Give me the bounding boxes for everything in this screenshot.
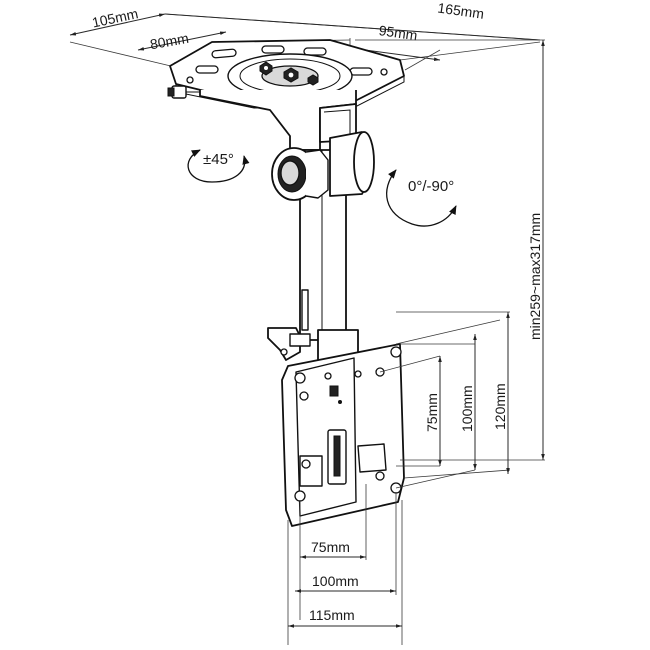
dim-80mm: 80mm: [149, 30, 190, 53]
tilt-label: 0°/-90°: [408, 178, 454, 195]
dim-height-range: min259~max317mm: [527, 213, 543, 340]
right-dimensions: 75mm 100mm 120mm min259~max317mm: [355, 39, 545, 489]
dim-vert-100mm: 100mm: [459, 385, 475, 432]
dim-105mm: 105mm: [91, 5, 140, 30]
tilt-joint: [271, 131, 375, 201]
dim-165mm: 165mm: [437, 0, 485, 22]
dim-horiz-115mm: 115mm: [309, 607, 355, 623]
swivel-indicator: ±45°: [187, 149, 250, 183]
dim-vert-75mm: 75mm: [424, 393, 440, 432]
vesa-bracket: [267, 327, 405, 527]
tilt-indicator: 0°/-90°: [386, 169, 457, 227]
bottom-dimensions: 75mm 100mm 115mm: [287, 484, 403, 645]
support-arm: [199, 90, 357, 341]
dim-horiz-100mm: 100mm: [312, 573, 359, 589]
dim-95mm: 95mm: [378, 22, 419, 43]
dim-horiz-75mm: 75mm: [311, 539, 350, 555]
dim-vert-120mm: 120mm: [492, 383, 508, 430]
plate-lock-knob: [167, 85, 200, 99]
swivel-label: ±45°: [203, 151, 234, 168]
top-dimensions: 105mm 165mm 80mm 95mm: [69, 0, 541, 71]
